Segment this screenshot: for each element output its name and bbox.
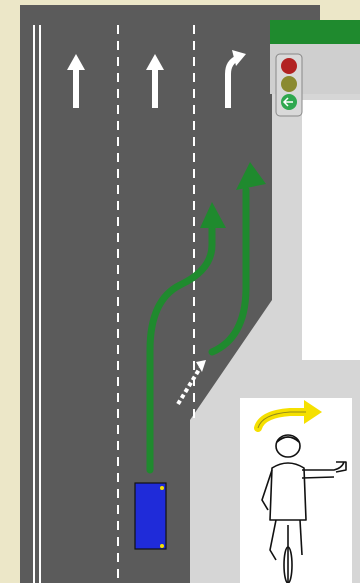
traffic-light [276, 54, 302, 116]
red-light [281, 58, 297, 74]
yellow-light [281, 76, 297, 92]
cyclist-signal-inset [240, 398, 352, 583]
green-roof [270, 20, 360, 48]
car [135, 483, 166, 549]
building-block [302, 100, 360, 360]
